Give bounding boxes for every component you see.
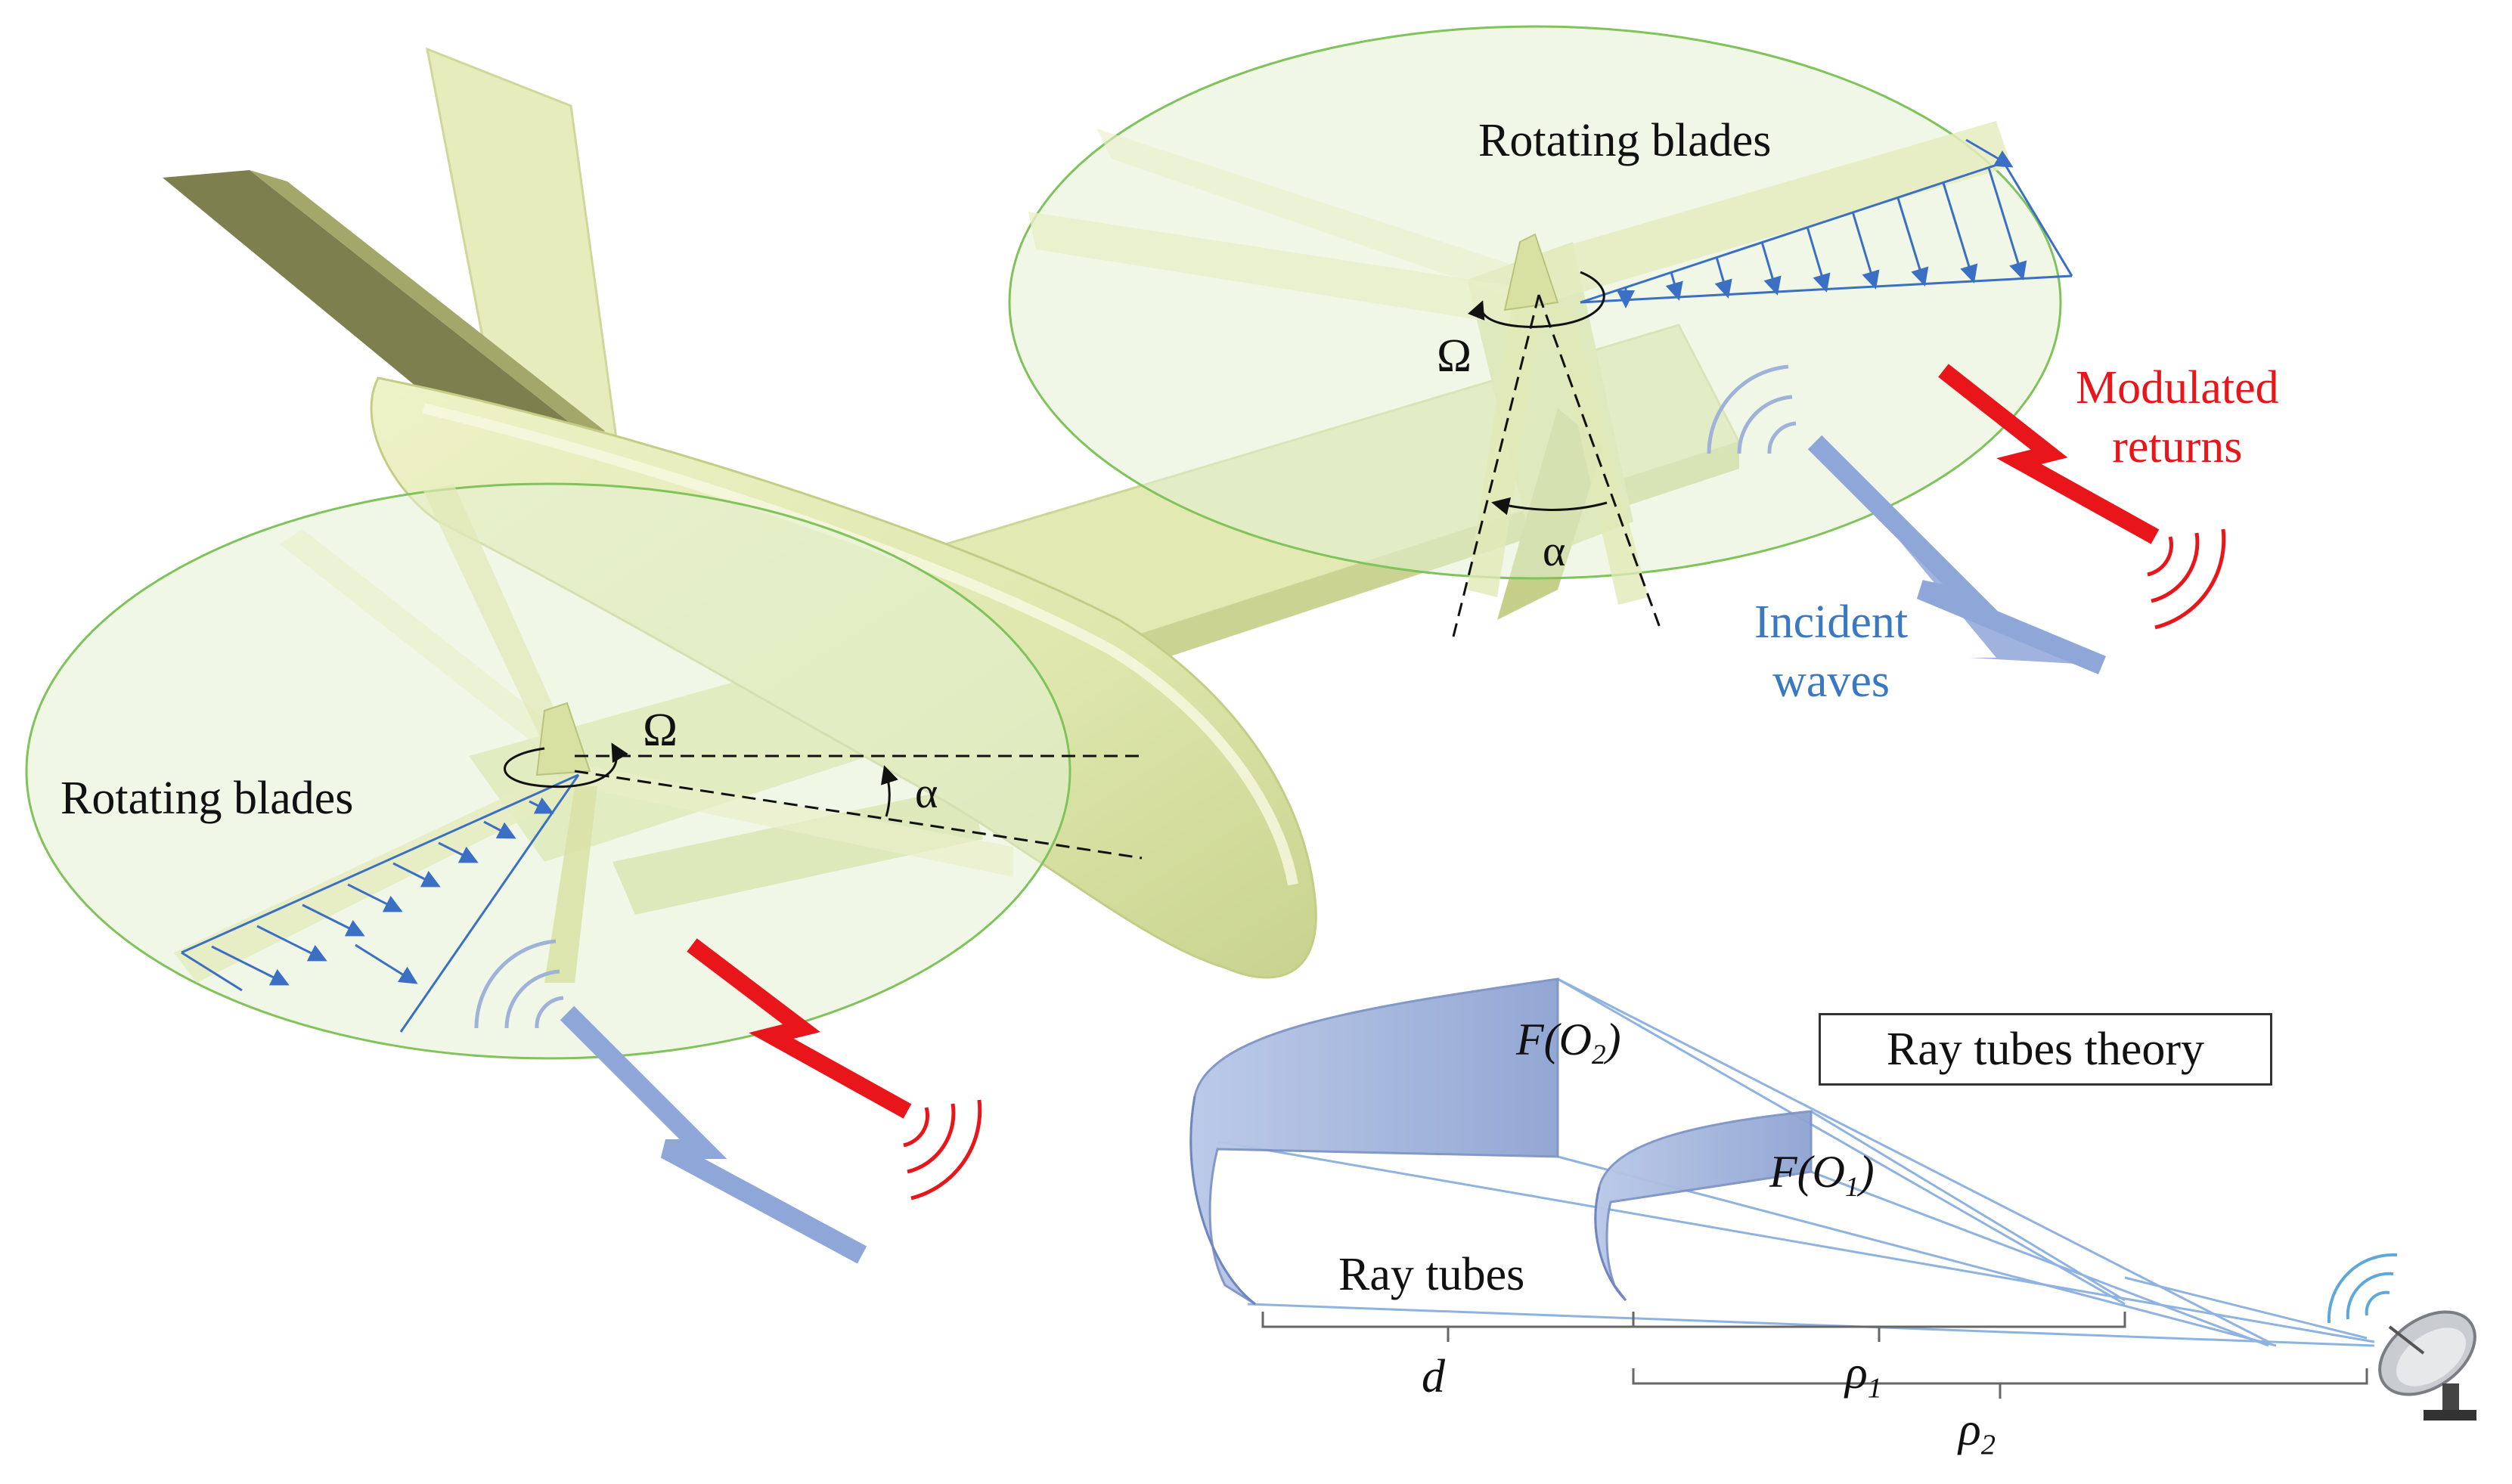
omega-label-top: Ω	[1437, 330, 1472, 382]
alpha-label-top: α	[1543, 526, 1566, 575]
modulated-return-arcs-top	[2147, 528, 2226, 630]
f-o1-suffix: )	[1859, 1147, 1875, 1197]
f-o1-label: F(O1)	[1769, 1149, 1875, 1201]
incident-waves-line1: Incident	[1754, 596, 1909, 648]
velocity-field-top	[1580, 138, 2073, 308]
rotation-annotation-top	[1450, 271, 1661, 643]
rotating-blades-label-top: Rotating blades	[1478, 115, 1772, 166]
rho2-label: ρ2	[1958, 1406, 1996, 1460]
alpha-label-left: α	[915, 768, 938, 817]
rho2-subscript: 2	[1980, 1429, 1996, 1461]
modulated-returns-line2: returns	[2112, 420, 2243, 472]
ray-tubes-theory-box: Ray tubes theory	[1819, 1013, 2272, 1086]
f-o1-prefix: F(O	[1769, 1147, 1845, 1197]
modulated-return-arcs-left	[903, 1099, 982, 1201]
ray-tubes-theory-label: Ray tubes theory	[1886, 1024, 2205, 1075]
radar-dish-icon	[2327, 1253, 2476, 1420]
dimension-brackets	[1261, 1312, 2368, 1399]
modulated-return-bolt-icon	[1938, 364, 2160, 544]
incident-wave-arcs-top	[1707, 364, 1797, 454]
rotor-disc-left	[25, 482, 1071, 1060]
incident-waves-label: Incident waves	[1754, 593, 1908, 711]
ray-tubes-inset	[1189, 977, 2375, 1347]
rho1-symbol: ρ	[1845, 1347, 1868, 1399]
incident-wave-arcs-left	[474, 939, 564, 1029]
rotation-annotation-left	[504, 742, 1143, 860]
rotor-disc-top	[1008, 25, 2062, 605]
f-o2-label: F(O2)	[1516, 1017, 1621, 1069]
rho1-subscript: 1	[1867, 1372, 1882, 1405]
omega-label-left: Ω	[643, 705, 678, 756]
f-o2-suffix: )	[1605, 1015, 1621, 1064]
incident-wave-bolt-icon	[560, 1005, 867, 1264]
ray-tubes-label: Ray tubes	[1338, 1249, 1525, 1300]
modulated-returns-line1: Modulated	[2076, 362, 2279, 414]
distance-d-label: d	[1422, 1351, 1445, 1402]
velocity-field-left	[181, 773, 580, 1033]
rho2-symbol: ρ	[1958, 1404, 1981, 1455]
modulated-returns-label: Modulated returns	[2076, 359, 2279, 476]
modulated-return-bolt-icon	[687, 938, 912, 1119]
f-o2-subscript: 2	[1591, 1039, 1606, 1070]
rho1-label: ρ1	[1845, 1349, 1882, 1403]
incident-wave-bolt-icon	[1807, 435, 2106, 674]
rotating-blades-label-left: Rotating blades	[60, 773, 354, 824]
f-o2-prefix: F(O	[1516, 1015, 1592, 1064]
incident-waves-line2: waves	[1772, 655, 1890, 707]
f-o1-subscript: 1	[1844, 1171, 1859, 1203]
